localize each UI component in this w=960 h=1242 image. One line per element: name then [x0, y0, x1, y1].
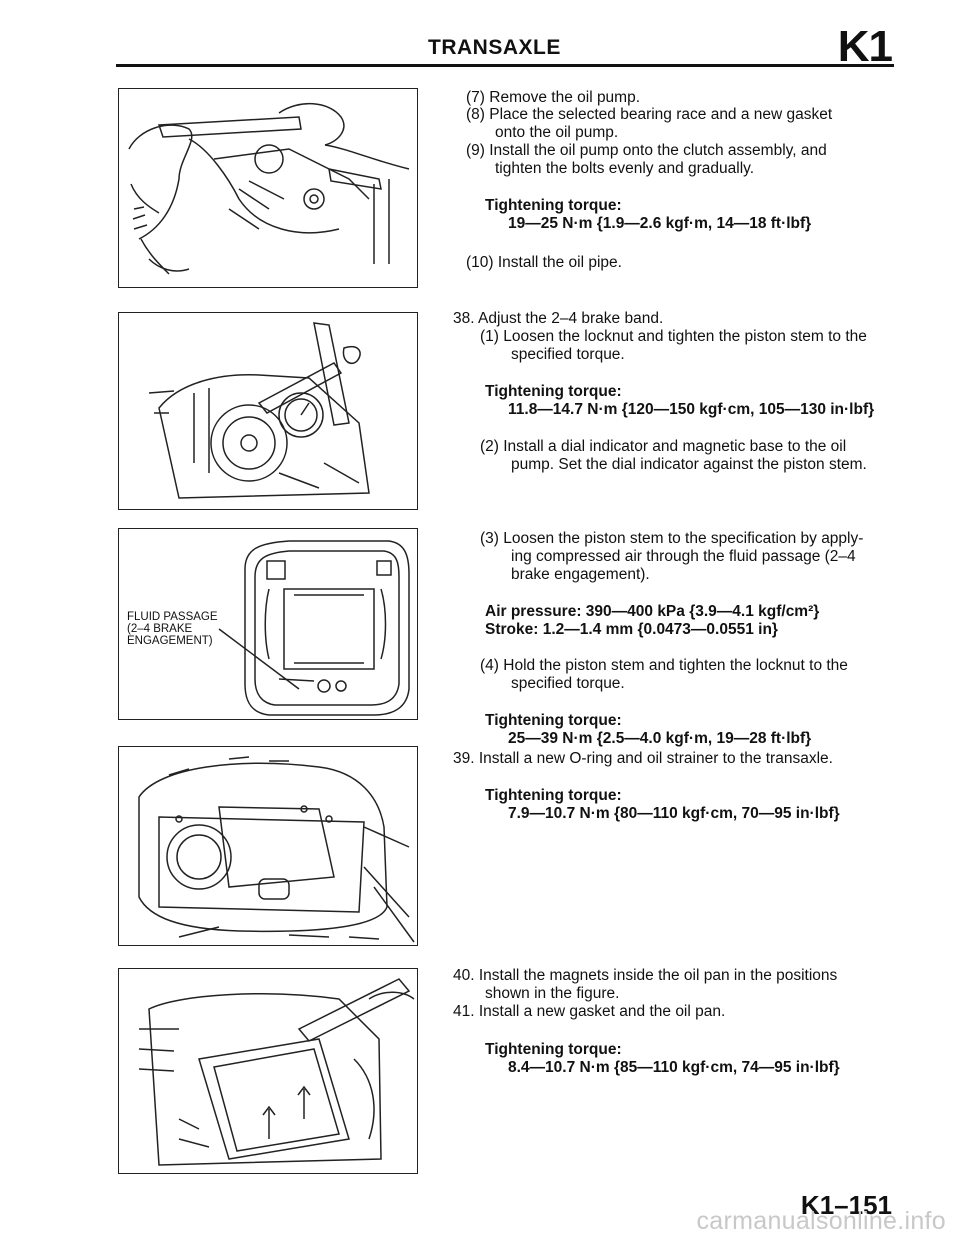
oil-pan-install-illustration	[138, 978, 415, 1166]
torque-label-2: Tightening torque:	[485, 383, 622, 400]
torque-label-3: Tightening torque:	[485, 712, 622, 729]
step-38-3-line-1: (3) Loosen the piston stem to the specif…	[480, 530, 864, 547]
step-8-line-2: onto the oil pump.	[495, 124, 619, 141]
torque-value-4: 7.9—10.7 N·m {80—110 kgf·cm, 70—95 in·lb…	[508, 805, 840, 822]
header-rule	[116, 64, 894, 67]
step-9-line-2: tighten the bolts evenly and gradually.	[495, 160, 755, 177]
oil-strainer-illustration	[138, 756, 415, 943]
step-8-line-1: (8) Place the selected bearing race and …	[466, 106, 833, 123]
page-header: TRANSAXLE K1	[116, 22, 894, 71]
torque-value-5: 8.4—10.7 N·m {85—110 kgf·cm, 74—95 in·lb…	[508, 1059, 840, 1076]
step-38-1-line-2: specified torque.	[511, 346, 625, 363]
figure-oil-pan-install	[118, 968, 418, 1174]
figure-fluid-passage: FLUID PASSAGE (2–4 BRAKE ENGAGEMENT)	[118, 528, 418, 720]
torque-value-3: 25—39 N·m {2.5—4.0 kgf·m, 19—28 ft·lbf}	[508, 730, 812, 747]
step-9-line-1: (9) Install the oil pump onto the clutch…	[466, 142, 827, 159]
figure-oil-pump-install	[118, 88, 418, 288]
step-41: 41. Install a new gasket and the oil pan…	[453, 1003, 726, 1020]
step-10: (10) Install the oil pipe.	[466, 254, 622, 271]
callout-line-1: FLUID PASSAGE	[127, 611, 218, 623]
page-number: K1–151	[800, 1190, 892, 1220]
callout-line-3: ENGAGEMENT)	[127, 635, 213, 647]
page-title: TRANSAXLE	[428, 36, 561, 59]
step-38-2-line-2: pump. Set the dial indicator against the…	[511, 456, 867, 473]
watermark: carmanualsonline.info	[696, 1207, 946, 1235]
torque-label-5: Tightening torque:	[485, 1041, 622, 1058]
fluid-passage-callout: FLUID PASSAGE (2–4 BRAKE ENGAGEMENT)	[127, 611, 218, 647]
callout-line-2: (2–4 BRAKE	[127, 623, 193, 635]
oil-pump-install-illustration	[128, 102, 410, 275]
step-7: (7) Remove the oil pump.	[466, 89, 641, 106]
step-38-3-line-2: ing compressed air through the fluid pas…	[511, 548, 856, 565]
figure-oil-strainer	[118, 746, 418, 946]
torque-label-1: Tightening torque:	[485, 197, 622, 214]
fluid-passage-illustration	[218, 540, 410, 716]
step-38-1-line-1: (1) Loosen the locknut and tighten the p…	[480, 328, 867, 345]
stroke-spec: Stroke: 1.2—1.4 mm {0.0473—0.0551 in}	[485, 621, 778, 638]
step-38-2-line-1: (2) Install a dial indicator and magneti…	[480, 438, 847, 455]
air-pressure-spec: Air pressure: 390—400 kPa {3.9—4.1 kgf/c…	[485, 603, 820, 620]
step-38: 38. Adjust the 2–4 brake band.	[453, 310, 664, 327]
step-40-line-2: shown in the figure.	[485, 985, 620, 1002]
torque-label-4: Tightening torque:	[485, 787, 622, 804]
step-38-4-line-1: (4) Hold the piston stem and tighten the…	[480, 657, 848, 674]
dial-indicator-illustration	[148, 322, 370, 499]
step-40-line-1: 40. Install the magnets inside the oil p…	[453, 967, 838, 984]
torque-value-2: 11.8—14.7 N·m {120—150 kgf·cm, 105—130 i…	[508, 401, 875, 418]
step-38-3-line-3: brake engagement).	[511, 566, 650, 583]
figure-dial-indicator	[118, 312, 418, 510]
step-38-4-line-2: specified torque.	[511, 675, 625, 692]
step-39: 39. Install a new O-ring and oil straine…	[453, 750, 833, 767]
torque-value-1: 19—25 N·m {1.9—2.6 kgf·m, 14—18 ft·lbf}	[508, 215, 812, 232]
section-code: K1	[837, 22, 893, 71]
